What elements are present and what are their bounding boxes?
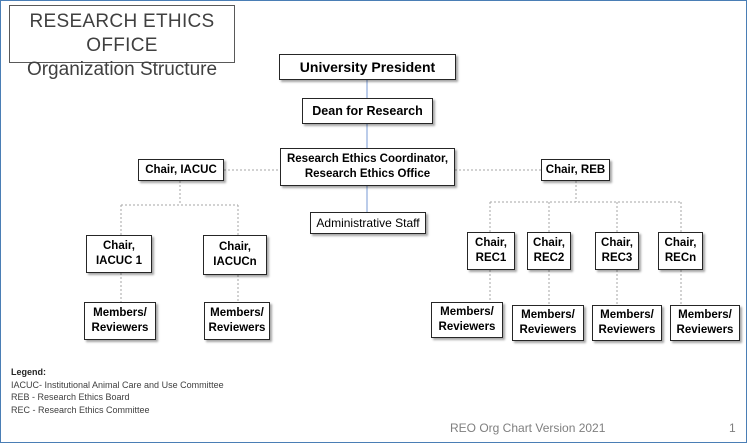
node-members-reviewers-iacucn: Members/ Reviewers: [204, 302, 270, 340]
node-members-reviewers-rec2: Members/ Reviewers: [512, 305, 584, 341]
node-chair-reb: Chair, REB: [541, 159, 610, 181]
legend-item-iacuc: IACUC- Institutional Animal Care and Use…: [11, 379, 224, 390]
legend-item-rec: REC - Research Ethics Committee: [11, 404, 150, 415]
legend-item-reb: REB - Research Ethics Board: [11, 392, 130, 402]
node-university-president: University President: [279, 54, 456, 80]
node-administrative-staff: Administrative Staff: [310, 212, 426, 234]
legend: Legend: IACUC- Institutional Animal Care…: [11, 366, 224, 416]
title-line-1: RESEARCH ETHICS OFFICE: [29, 11, 215, 56]
node-chair-iacuc: Chair, IACUC: [138, 159, 224, 181]
node-chair-rec1: Chair, REC1: [467, 232, 515, 270]
title-line-2: Organization Structure: [26, 59, 218, 80]
node-chair-iacuc-1: Chair, IACUC 1: [86, 235, 152, 273]
title-box: RESEARCH ETHICS OFFICE Organization Stru…: [9, 5, 235, 80]
node-research-ethics-coordinator: Research Ethics Coordinator, Research Et…: [280, 148, 455, 186]
node-members-reviewers-recn: Members/ Reviewers: [670, 305, 740, 341]
node-chair-iacucn: Chair, IACUCn: [203, 235, 267, 275]
footer-version: REO Org Chart Version 2021: [450, 421, 606, 435]
legend-heading: Legend:: [11, 367, 46, 377]
node-members-reviewers-iacuc1: Members/ Reviewers: [84, 302, 156, 340]
node-chair-recn: Chair, RECn: [658, 232, 703, 270]
node-members-reviewers-rec1: Members/ Reviewers: [431, 302, 503, 338]
page-number: 1: [729, 421, 736, 435]
node-chair-rec2: Chair, REC2: [527, 232, 571, 270]
node-dean-for-research: Dean for Research: [302, 98, 433, 124]
node-chair-rec3: Chair, REC3: [595, 232, 639, 270]
node-members-reviewers-rec3: Members/ Reviewers: [592, 305, 662, 341]
